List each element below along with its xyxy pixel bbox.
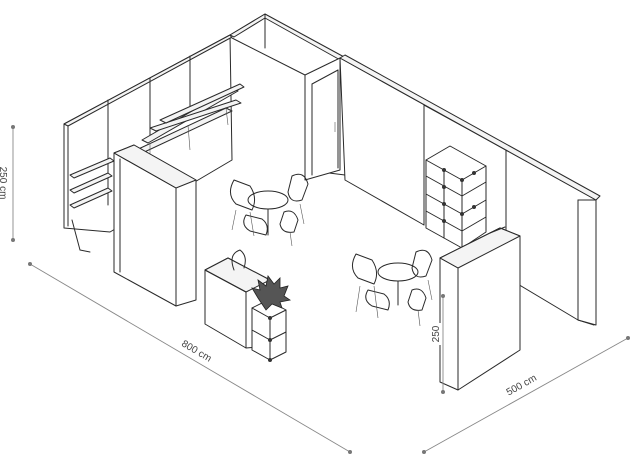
panel-height-label: 250	[431, 325, 442, 342]
dimension-height	[11, 125, 15, 242]
dimension-depth	[422, 336, 630, 454]
wall-shelves	[69, 83, 245, 253]
left-partition-panel	[113, 144, 197, 307]
table-set-front	[352, 249, 433, 327]
cube-shelf	[425, 145, 487, 249]
back-wall	[229, 13, 347, 181]
right-wall	[339, 54, 601, 326]
table-set-back	[230, 173, 309, 247]
right-partition-panel	[439, 226, 521, 391]
wall-height-label: 250 cm	[0, 167, 8, 200]
plant-on-cube-stand	[251, 275, 292, 362]
dimension-panel-height	[441, 294, 445, 394]
dimension-width	[28, 262, 352, 454]
